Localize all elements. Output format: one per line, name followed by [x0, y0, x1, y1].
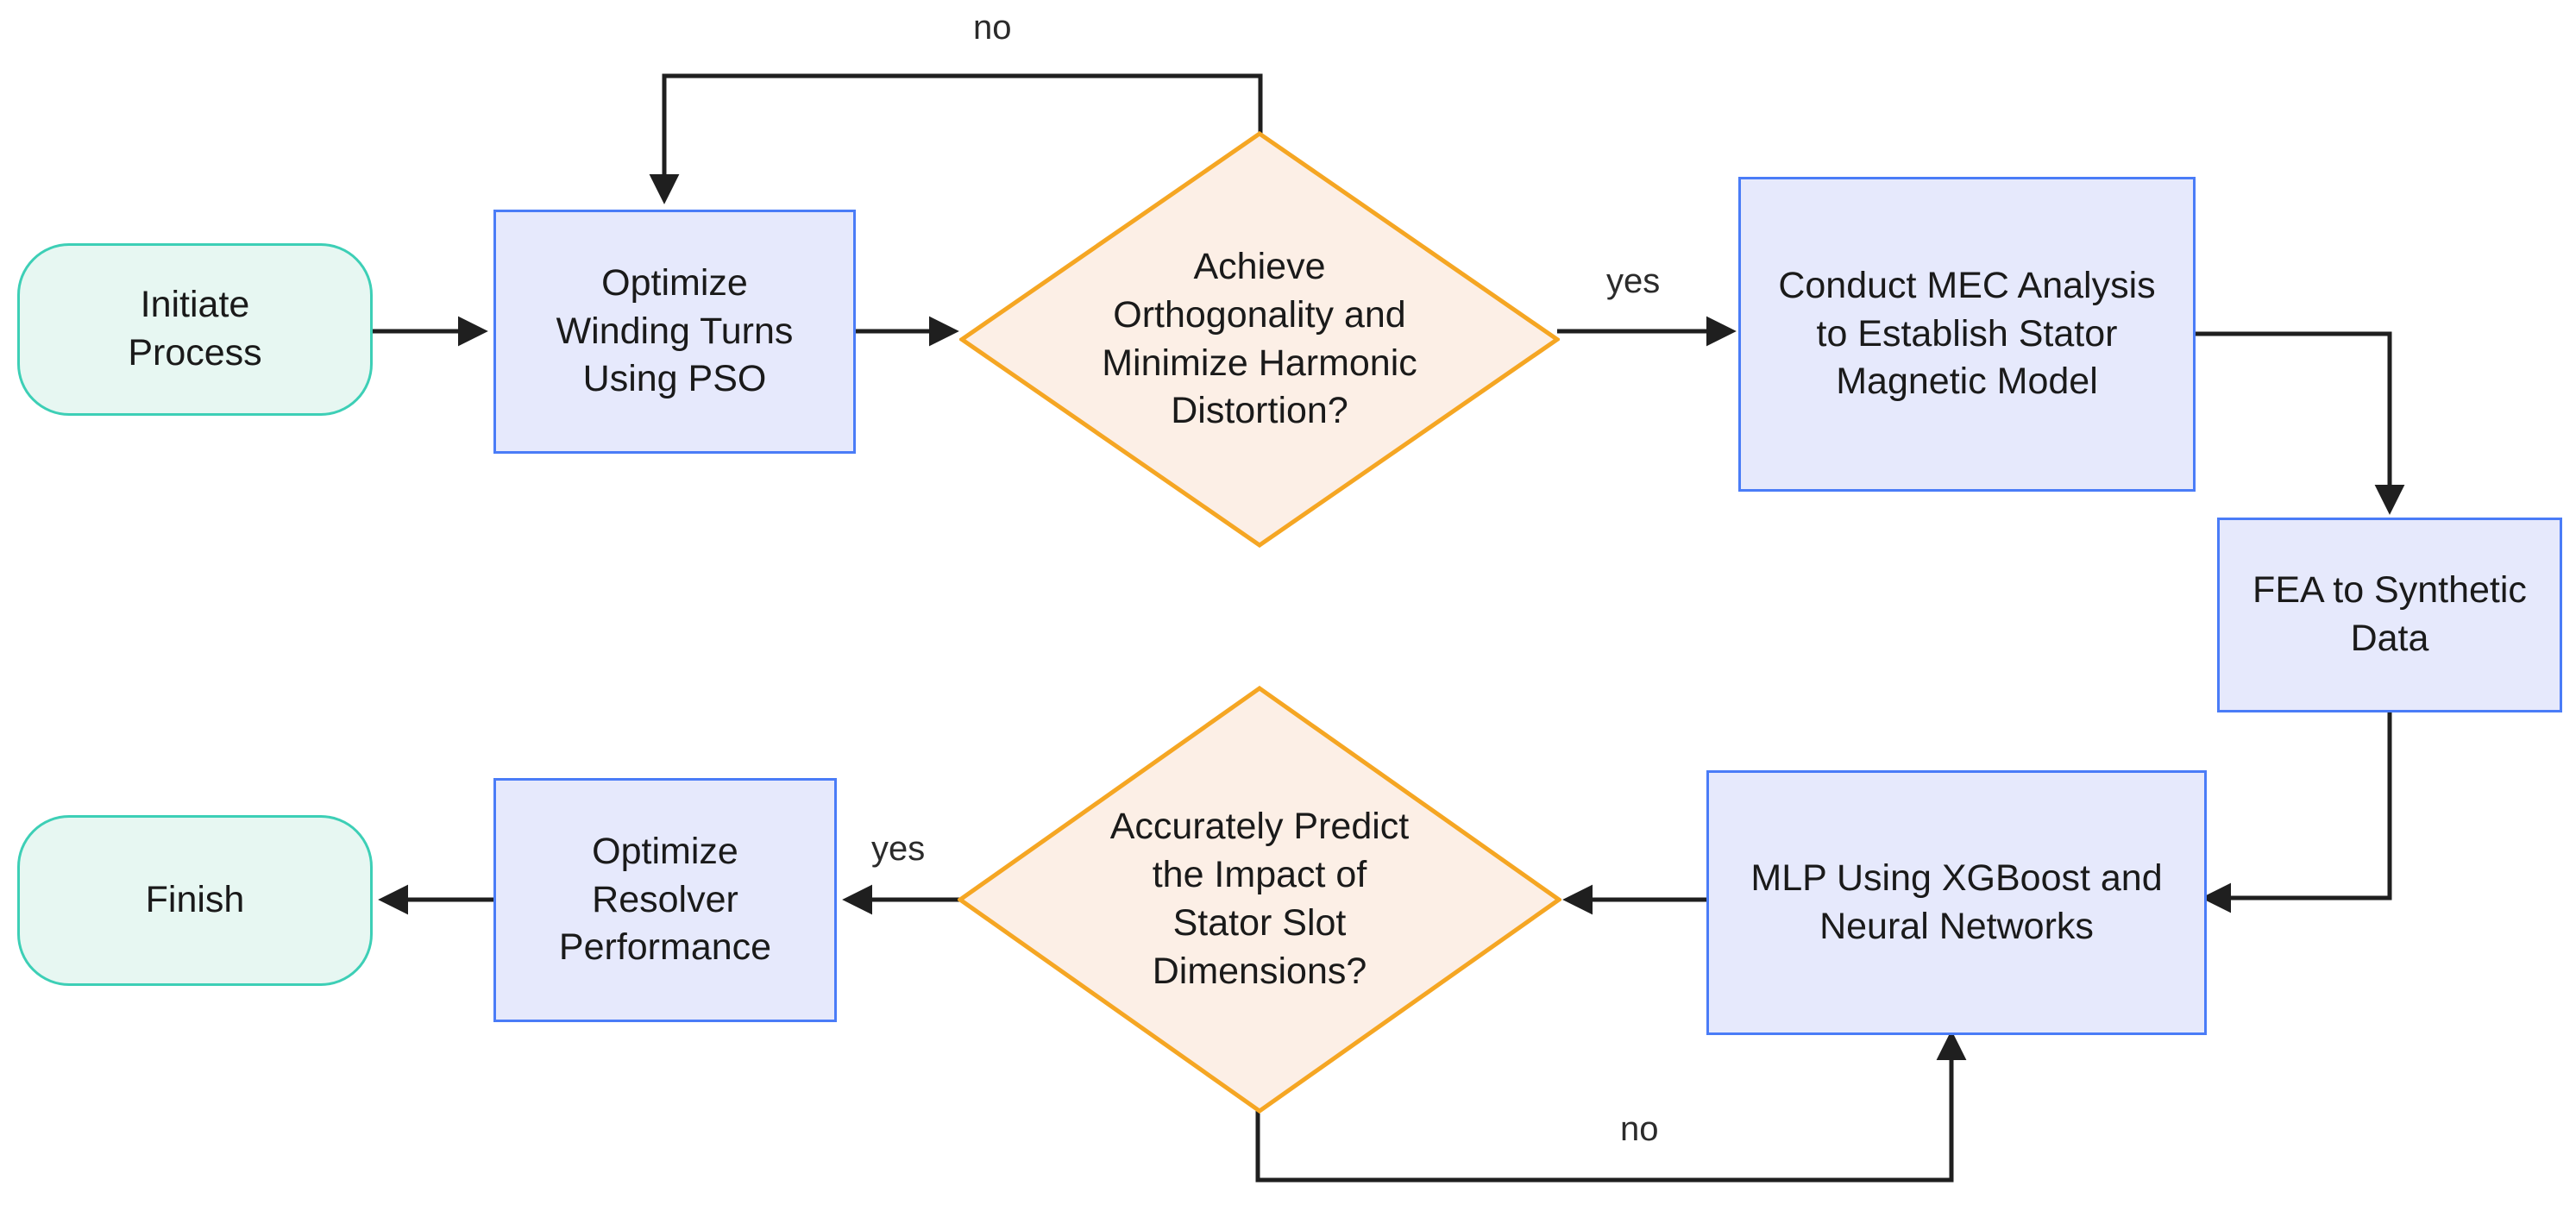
- node-finish-label: Finish: [145, 879, 245, 921]
- edge-label-yes-bottom: yes: [871, 830, 926, 868]
- edge-label-no-top: no: [973, 9, 1012, 47]
- node-fea-synthetic-data-label: FEA to Synthetic Data: [2252, 569, 2527, 659]
- node-optimize-resolver-performance[interactable]: Optimize Resolver Performance: [493, 778, 837, 1022]
- diamond-shape: [958, 686, 1561, 1114]
- node-conduct-mec-analysis-label: Conduct MEC Analysis to Establish Stator…: [1778, 264, 2156, 403]
- node-decision-orthogonality-label: Achieve Orthogonality and Minimize Harmo…: [1102, 245, 1417, 432]
- node-start[interactable]: Initiate Process: [17, 243, 373, 416]
- edge-decision2-to-mlp-no: [1255, 1030, 1967, 1183]
- node-start-label: Initiate Process: [128, 284, 262, 373]
- edge-label-no-bottom: no: [1620, 1110, 1659, 1148]
- edge-label-yes-top: yes: [1606, 262, 1661, 300]
- node-mlp-xgboost-label: MLP Using XGBoost and Neural Networks: [1750, 857, 2163, 947]
- node-decision-orthogonality[interactable]: Achieve Orthogonality and Minimize Harmo…: [959, 131, 1560, 548]
- node-mlp-xgboost[interactable]: MLP Using XGBoost and Neural Networks: [1706, 770, 2207, 1035]
- node-fea-synthetic-data[interactable]: FEA to Synthetic Data: [2217, 518, 2562, 712]
- edge-decision1-to-pso-no: [649, 73, 1263, 204]
- node-optimize-winding-turns[interactable]: Optimize Winding Turns Using PSO: [493, 210, 856, 454]
- node-decision-stator-slot-label: Accurately Predict the Impact of Stator …: [1109, 806, 1410, 992]
- edge-mec-to-fea: [2196, 331, 2405, 515]
- node-finish[interactable]: Finish: [17, 815, 373, 986]
- node-optimize-winding-turns-label: Optimize Winding Turns Using PSO: [556, 261, 794, 400]
- edge-fea-to-mlp: [2201, 712, 2392, 913]
- node-optimize-resolver-performance-label: Optimize Resolver Performance: [558, 830, 772, 969]
- diamond-shape: [959, 131, 1560, 548]
- node-decision-stator-slot[interactable]: Accurately Predict the Impact of Stator …: [958, 686, 1561, 1114]
- node-conduct-mec-analysis[interactable]: Conduct MEC Analysis to Establish Stator…: [1738, 177, 2196, 492]
